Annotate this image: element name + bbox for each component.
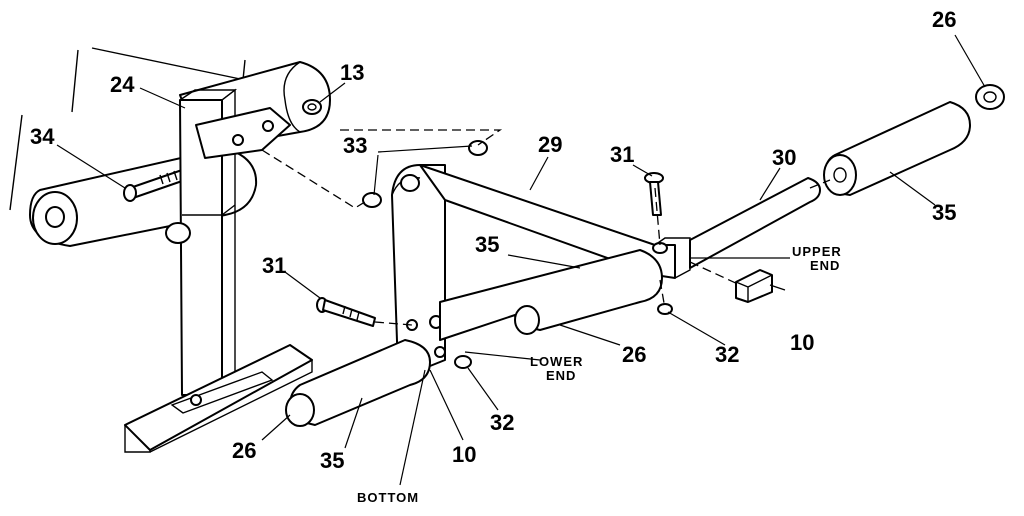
text-labels: UPPER END LOWER END BOTTOM	[357, 244, 842, 505]
nuts-33	[362, 140, 488, 208]
callout-32-bottom: 32	[490, 410, 514, 435]
leader-lines	[56, 34, 986, 486]
label-bottom: BOTTOM	[357, 490, 419, 505]
bracket-13	[195, 99, 322, 159]
callout-35-bottom: 35	[320, 448, 344, 473]
callout-10-bottom: 10	[452, 442, 476, 467]
callout-33: 33	[343, 133, 367, 158]
end-cap-26-top	[975, 84, 1005, 110]
callout-26-mid: 26	[622, 342, 646, 367]
callout-34: 34	[30, 124, 55, 149]
upright-post-24	[179, 88, 238, 396]
middle-roller-35	[439, 249, 663, 341]
right-roller-35	[823, 101, 971, 196]
callout-30: 30	[772, 145, 796, 170]
callout-26-top: 26	[932, 7, 956, 32]
callout-35-mid: 35	[475, 232, 499, 257]
callout-29: 29	[538, 132, 562, 157]
leg-frame-upright	[391, 164, 446, 371]
bolt-34	[123, 169, 186, 202]
extension-tube-30	[689, 177, 821, 269]
callout-24: 24	[110, 72, 135, 97]
base-foot-tube	[124, 344, 313, 453]
label-lower: LOWER	[530, 354, 583, 369]
bolt-31-left	[316, 297, 376, 327]
nut-32-bottom	[454, 355, 472, 369]
callout-26-bottom: 26	[232, 438, 256, 463]
callout-35-right: 35	[932, 200, 956, 225]
assembly-dashed-lines	[261, 129, 831, 326]
callout-13: 13	[340, 60, 364, 85]
bolt-31-top	[644, 172, 664, 216]
nut-32-right	[657, 303, 673, 315]
top-rail-29	[419, 164, 691, 279]
label-upper-end: END	[810, 258, 840, 273]
callout-numbers: 26 13 24 34 33 29 31 30 35 35 31 26 32 1…	[30, 7, 956, 473]
pop-pin-knob	[165, 222, 191, 244]
label-upper: UPPER	[792, 244, 842, 259]
callout-32-right: 32	[715, 342, 739, 367]
label-lower-end: END	[546, 368, 576, 383]
callout-31-left: 31	[262, 253, 286, 278]
end-cap-10-right	[735, 269, 773, 303]
lower-roller-35	[285, 339, 431, 427]
callout-31-top: 31	[610, 142, 634, 167]
callout-10-right: 10	[790, 330, 814, 355]
